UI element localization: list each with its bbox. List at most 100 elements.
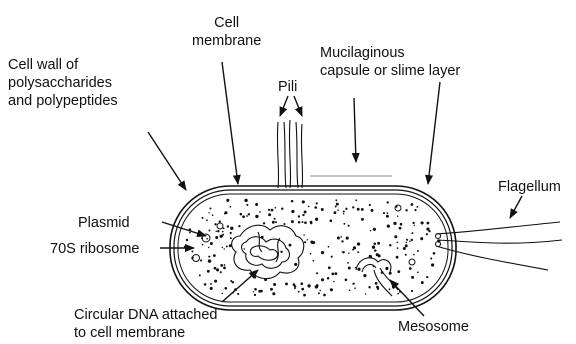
ribosome-dot — [294, 263, 297, 266]
ribosome-dot — [334, 272, 337, 275]
arrow-dna — [222, 270, 258, 302]
ribosome-dot — [411, 203, 414, 206]
ribosome-dot — [400, 223, 403, 226]
ribosome-dot — [409, 241, 411, 243]
ribosome-dot — [280, 251, 282, 253]
ribosome-dot — [352, 249, 354, 251]
ribosome-dot — [254, 288, 257, 291]
ribosome-dot — [217, 230, 219, 232]
ribosome-dot — [342, 251, 344, 253]
ribosome-dot — [291, 200, 294, 203]
ribosome-dot — [411, 276, 414, 279]
ribosome-dot — [226, 246, 228, 248]
ribosome-dot — [333, 281, 334, 282]
ribosome-dot — [307, 284, 310, 287]
ribosome-dot — [369, 204, 371, 206]
ribosome-dot — [361, 218, 364, 221]
ribosome-dot — [363, 274, 366, 277]
ribosome-dot — [357, 242, 360, 245]
ribosome-dot — [289, 244, 292, 247]
ribosome-dot — [253, 291, 254, 292]
ribosome-dot — [230, 232, 232, 234]
ribosome-dot — [222, 293, 224, 295]
ribosome-dot — [301, 288, 304, 291]
ribosome-dot — [202, 217, 204, 219]
ribosome-dot — [397, 270, 400, 273]
ribosome-dot — [222, 247, 224, 249]
ribosome-dot — [258, 290, 261, 293]
mesosome-shape — [356, 258, 398, 296]
arrow-cell-wall — [148, 132, 186, 190]
ribosome-dot — [343, 213, 344, 214]
ribosome-dot — [272, 292, 275, 295]
ribosome-dot — [240, 213, 243, 216]
ribosome-dot — [224, 287, 227, 290]
arrow-pili-left — [280, 96, 288, 116]
ribosome-dot — [302, 221, 304, 223]
ribosome-dot — [374, 243, 377, 246]
label-cell-wall: Cell wall of polysaccharides and polypep… — [8, 56, 118, 110]
ribosome-dot — [336, 203, 339, 206]
ribosome-dot — [268, 209, 270, 211]
ribosome-dot — [426, 276, 428, 278]
ribosome-dot — [304, 221, 307, 224]
ribosome-dot — [337, 236, 340, 239]
ribosome-dot — [291, 210, 294, 213]
ribosome-dot — [244, 199, 247, 202]
ribosome-dot — [311, 241, 314, 244]
ribosome-dot — [411, 232, 413, 234]
ribosome-dot — [377, 242, 380, 245]
ribosome-dot — [213, 254, 216, 257]
ribosome-dot — [202, 244, 204, 246]
ribosome-dot — [421, 221, 424, 224]
ribosome-dot — [345, 208, 347, 210]
ribosome-dot — [399, 227, 402, 230]
ribosome-dot — [216, 268, 219, 271]
ribosome-dot — [319, 290, 321, 292]
ribosome-dot — [273, 283, 276, 286]
ribosome-dot — [189, 232, 191, 234]
ribosome-dot — [403, 247, 406, 250]
ribosome-dot — [248, 213, 250, 215]
label-capsule: Mucilaginous capsule or slime layer — [320, 44, 460, 80]
ribosome-dot — [414, 209, 416, 211]
ribosome-dot — [204, 284, 206, 286]
ribosome-dot — [271, 209, 274, 212]
ribosome-dot — [328, 266, 331, 269]
ribosome-dot — [389, 288, 391, 290]
ribosome-dot — [214, 223, 216, 225]
ribosome-dot — [308, 206, 310, 208]
ribosome-dot — [208, 259, 211, 262]
ribosome-dot — [298, 215, 300, 217]
ribosome-dot — [421, 281, 424, 284]
ribosome-dot — [330, 219, 333, 222]
ribosome-dot — [411, 290, 413, 292]
ribosome-dot — [397, 242, 399, 244]
ribosome-dot — [222, 231, 224, 233]
ribosome-dot — [246, 204, 248, 206]
ribosome-dot — [315, 285, 318, 288]
ribosome-dot — [215, 231, 217, 233]
ribosome-dot — [371, 209, 374, 212]
ribosome-dot — [220, 235, 223, 238]
ribosome-dot — [411, 239, 413, 241]
ribosome-dot — [417, 271, 419, 273]
ribosome-dot — [230, 237, 232, 239]
arrow-cell-membrane — [222, 62, 238, 184]
ribosome-dot — [220, 264, 223, 267]
ribosome-dot — [372, 246, 375, 249]
label-flagellum: Flagellum — [498, 178, 561, 196]
ribosome-dot — [224, 213, 226, 215]
ribosome-dot — [304, 241, 306, 243]
ribosome-dot — [348, 267, 351, 270]
ribosome-dot — [232, 281, 234, 283]
ribosome-dot — [314, 206, 317, 209]
label-dna: Circular DNA attached to cell membrane — [74, 306, 217, 342]
ribosome-dot — [293, 283, 296, 286]
ribosome-dot — [208, 256, 210, 258]
ribosome-dot — [210, 242, 213, 245]
ribosome-dot — [374, 249, 376, 251]
ribosome-dot — [361, 208, 364, 211]
